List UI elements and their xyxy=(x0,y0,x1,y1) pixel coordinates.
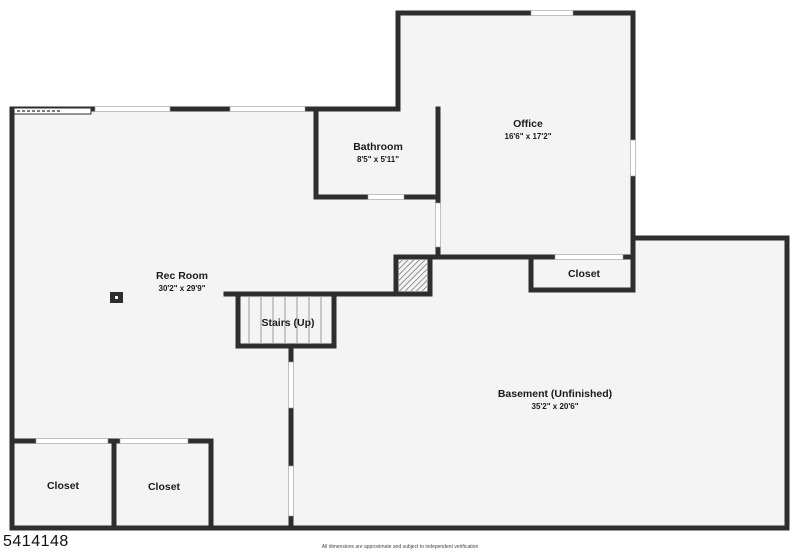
door-opening xyxy=(554,254,624,260)
room-dims-basement: 35'2" x 20'6" xyxy=(532,402,579,411)
chase-wall xyxy=(393,254,433,297)
openings xyxy=(35,10,636,517)
window xyxy=(630,139,636,177)
floor-drain-inner xyxy=(115,296,118,299)
door-opening xyxy=(119,438,189,444)
room-name-closet-left: Closet xyxy=(47,480,80,492)
office-closet-wall xyxy=(528,235,636,293)
room-name-rec-room: Rec Room xyxy=(156,270,208,282)
window xyxy=(229,106,306,112)
room-name-closet-right: Closet xyxy=(148,481,181,493)
door-opening xyxy=(35,438,109,444)
room-name-stairs: Stairs (Up) xyxy=(261,317,314,329)
window xyxy=(530,10,574,16)
door-opening xyxy=(288,361,294,409)
room-name-office: Office xyxy=(513,118,543,130)
door-opening xyxy=(435,202,441,248)
room-name-basement: Basement (Unfinished) xyxy=(498,388,612,400)
disclaimer-text: All dimensions are approximate and subje… xyxy=(321,544,479,550)
room-dims-rec-room: 30'2" x 29'9" xyxy=(159,284,206,293)
room-name-bathroom: Bathroom xyxy=(353,141,403,153)
window xyxy=(94,106,171,112)
door-opening xyxy=(288,465,294,517)
listing-id: 5414148 xyxy=(3,533,69,550)
chimney-chase xyxy=(399,260,427,291)
stairs-wall xyxy=(235,291,337,349)
door-opening xyxy=(367,194,405,200)
room-name-office-closet: Closet xyxy=(568,268,601,280)
stair-treads xyxy=(248,296,322,344)
room-dims-bathroom: 8'5" x 5'11" xyxy=(357,155,399,164)
room-dims-office: 16'6" x 17'2" xyxy=(505,132,552,141)
